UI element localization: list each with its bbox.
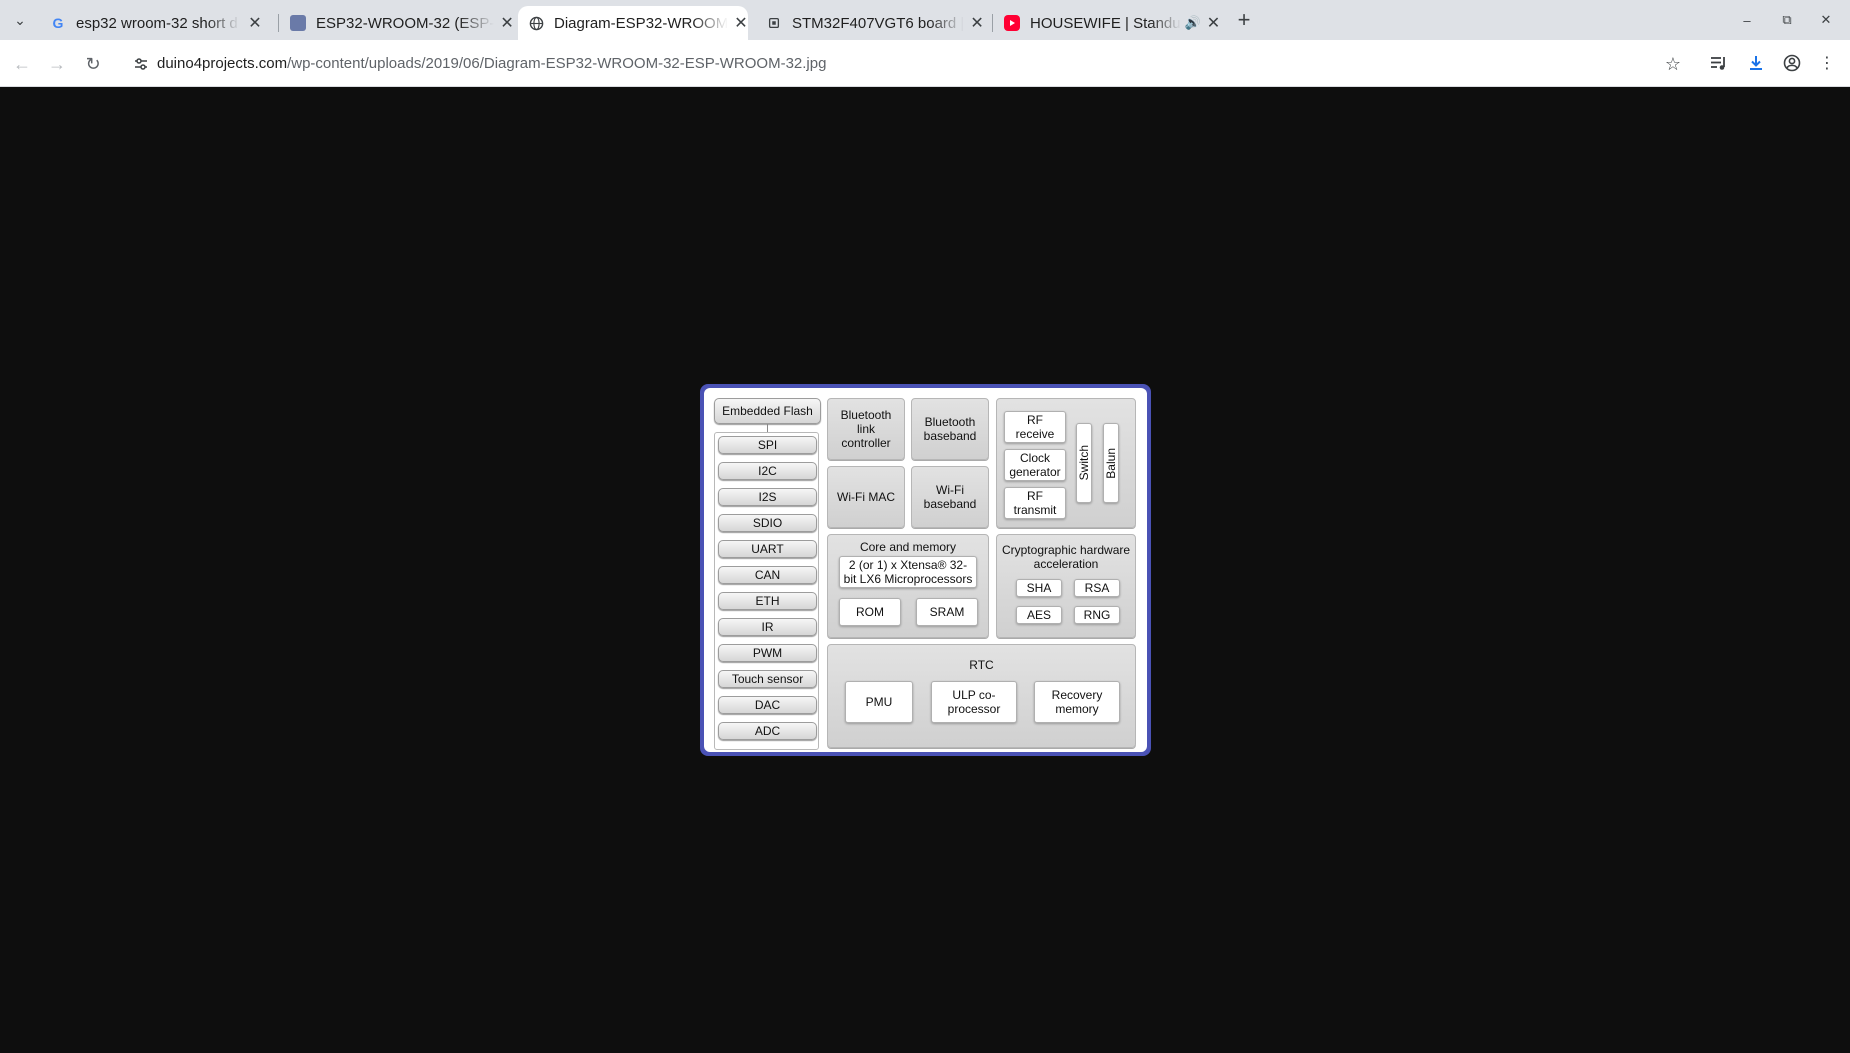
wifi-mac-block: Wi-Fi MAC bbox=[827, 466, 905, 528]
diagram-canvas: Embedded Flash SPI I2C I2S SDIO UART CAN… bbox=[704, 388, 1147, 752]
embedded-flash-block: Embedded Flash bbox=[714, 398, 821, 424]
crypto-title: Cryptographic hardware acceleration bbox=[1001, 543, 1131, 571]
sha-box: SHA bbox=[1016, 579, 1062, 597]
wifi-baseband-block: Wi-Fi baseband bbox=[911, 466, 989, 528]
interface-sdio: SDIO bbox=[718, 514, 817, 532]
tab-stm32[interactable]: STM32F407VGT6 board | ✕ bbox=[756, 6, 990, 40]
switch-label: Switch bbox=[1077, 445, 1091, 481]
tab-youtube[interactable]: HOUSEWIFE | Standu 🔊 ✕ bbox=[994, 6, 1224, 40]
aes-box: AES bbox=[1016, 606, 1062, 624]
restore-icon[interactable]: ⧉ bbox=[1782, 12, 1792, 27]
rtc-title: RTC bbox=[969, 658, 994, 672]
tab-title: esp32 wroom-32 short d bbox=[76, 14, 238, 32]
microprocessor-box: 2 (or 1) x Xtensa® 32-bit LX6 Microproce… bbox=[839, 556, 977, 588]
address-bar[interactable]: duino4projects.com/wp-content/uploads/20… bbox=[124, 46, 1684, 82]
site-icon bbox=[290, 15, 306, 31]
rng-box: RNG bbox=[1074, 606, 1120, 624]
tab-diagram-active[interactable]: Diagram-ESP32-WROOM ✕ bbox=[518, 6, 748, 40]
minimize-icon[interactable]: – bbox=[1743, 12, 1751, 28]
interface-eth: ETH bbox=[718, 592, 817, 610]
interface-touch-sensor: Touch sensor bbox=[718, 670, 817, 688]
youtube-icon bbox=[1004, 15, 1020, 31]
bluetooth-link-controller-label: Bluetooth link controller bbox=[840, 408, 892, 450]
close-icon[interactable]: ✕ bbox=[500, 15, 514, 32]
interface-can: CAN bbox=[718, 566, 817, 584]
reload-icon[interactable]: ↻ bbox=[85, 53, 101, 74]
more-menu-icon[interactable]: ⋮ bbox=[1819, 55, 1835, 72]
tab-title: HOUSEWIFE | Standu bbox=[1030, 14, 1181, 32]
interface-pwm: PWM bbox=[718, 644, 817, 662]
switch-box: Switch bbox=[1076, 423, 1092, 503]
back-arrow-icon[interactable]: ← bbox=[13, 53, 31, 74]
download-icon[interactable] bbox=[1744, 51, 1768, 75]
sram-box: SRAM bbox=[916, 598, 978, 626]
recovery-memory-box: Recovery memory bbox=[1034, 681, 1120, 723]
clock-generator-box: Clock generator bbox=[1004, 449, 1066, 481]
chip-icon bbox=[766, 15, 782, 31]
close-icon[interactable]: ✕ bbox=[970, 15, 984, 32]
pmu-box: PMU bbox=[845, 681, 913, 723]
interface-ir: IR bbox=[718, 618, 817, 636]
wifi-baseband-label: Wi-Fi baseband bbox=[923, 483, 977, 511]
rf-receive-box: RF receive bbox=[1004, 411, 1066, 443]
tab-strip: ⌄ G esp32 wroom-32 short d ✕ ESP32-WROOM… bbox=[0, 0, 1850, 40]
close-icon[interactable]: ✕ bbox=[248, 15, 262, 32]
tab-title: Diagram-ESP32-WROOM bbox=[554, 14, 729, 32]
interface-i2s: I2S bbox=[718, 488, 817, 506]
browser-toolbar: ← → ↻ duino4projects.com/wp-content/uplo… bbox=[0, 40, 1850, 87]
interface-spi: SPI bbox=[718, 436, 817, 454]
media-control-icon[interactable] bbox=[1707, 51, 1731, 75]
url-host: duino4projects.com bbox=[157, 55, 288, 72]
balun-box: Balun bbox=[1103, 423, 1119, 503]
google-icon: G bbox=[52, 15, 64, 31]
url-path: /wp-content/uploads/2019/06/Diagram-ESP3… bbox=[287, 55, 827, 72]
tab-separator bbox=[992, 14, 993, 32]
interface-uart: UART bbox=[718, 540, 817, 558]
tab-separator bbox=[278, 14, 279, 32]
globe-icon bbox=[528, 15, 544, 31]
bluetooth-baseband-label: Bluetooth baseband bbox=[923, 415, 977, 443]
interface-adc: ADC bbox=[718, 722, 817, 740]
bluetooth-baseband-block: Bluetooth baseband bbox=[911, 398, 989, 460]
tab-esp32-wroom[interactable]: ESP32-WROOM-32 (ESP- ✕ bbox=[280, 6, 514, 40]
rf-transmit-box: RF transmit bbox=[1004, 487, 1066, 519]
tab-title: STM32F407VGT6 board | bbox=[792, 14, 965, 32]
flash-connector bbox=[767, 424, 768, 434]
interface-i2c: I2C bbox=[718, 462, 817, 480]
bluetooth-link-controller-block: Bluetooth link controller bbox=[827, 398, 905, 460]
rom-box: ROM bbox=[839, 598, 901, 626]
core-memory-title: Core and memory bbox=[859, 540, 957, 554]
interface-dac: DAC bbox=[718, 696, 817, 714]
new-tab-button[interactable]: + bbox=[1237, 7, 1251, 32]
speaker-icon[interactable]: 🔊 bbox=[1184, 15, 1201, 30]
close-window-icon[interactable]: ✕ bbox=[1820, 12, 1832, 27]
tab-google-search[interactable]: G esp32 wroom-32 short d ✕ bbox=[40, 6, 274, 40]
ulp-coprocessor-box: ULP co-processor bbox=[931, 681, 1017, 723]
profile-icon[interactable] bbox=[1780, 51, 1804, 75]
site-info-icon[interactable] bbox=[132, 55, 150, 73]
tab-title: ESP32-WROOM-32 (ESP- bbox=[316, 14, 495, 32]
url-text[interactable]: duino4projects.com/wp-content/uploads/20… bbox=[157, 55, 826, 72]
forward-arrow-icon[interactable]: → bbox=[48, 53, 66, 74]
chevron-down-icon[interactable]: ⌄ bbox=[14, 11, 26, 28]
bookmark-star-icon[interactable]: ☆ bbox=[1664, 53, 1682, 74]
close-icon[interactable]: ✕ bbox=[1206, 15, 1221, 32]
rsa-box: RSA bbox=[1074, 579, 1120, 597]
wifi-mac-label: Wi-Fi MAC bbox=[837, 490, 895, 504]
balun-label: Balun bbox=[1104, 447, 1118, 479]
close-icon[interactable]: ✕ bbox=[734, 15, 748, 32]
esp32-block-diagram-image: Embedded Flash SPI I2C I2S SDIO UART CAN… bbox=[700, 384, 1151, 756]
